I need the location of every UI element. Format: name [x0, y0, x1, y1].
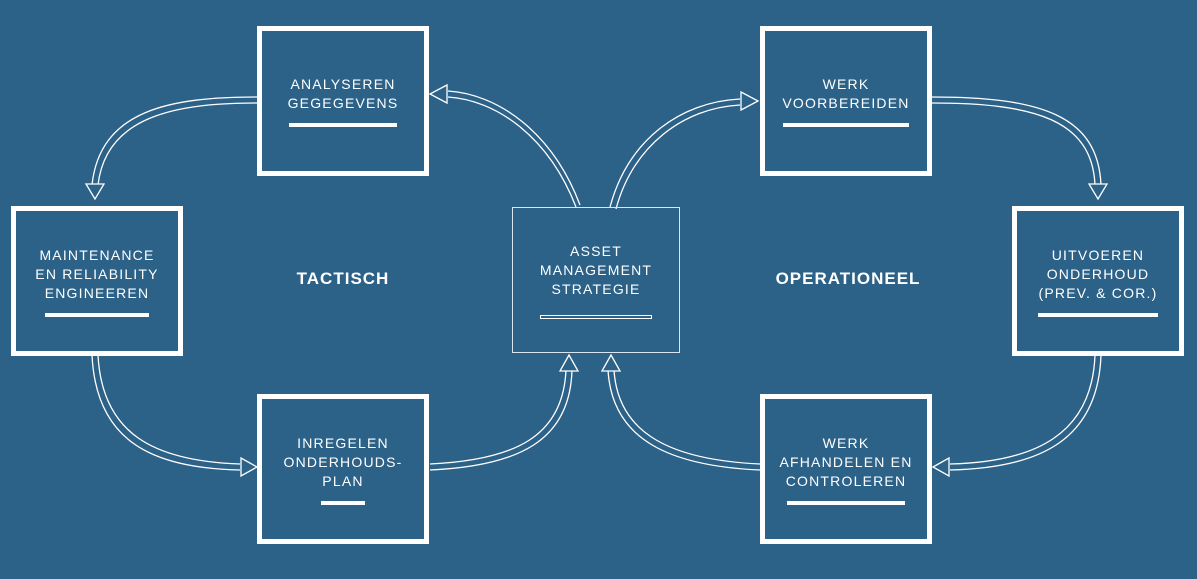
arrowhead-analyseren [428, 83, 448, 105]
node-asset-management-strategie: ASSET MANAGEMENT STRATEGIE [512, 207, 680, 353]
node-underline [540, 314, 652, 319]
node-analyseren-gegevens: ANALYSEREN GEGEGEVENS [257, 26, 429, 176]
node-label: WERK VOORBEREIDEN [782, 76, 910, 111]
node-label: MAINTENANCE EN RELIABILITY ENGINEEREN [35, 246, 159, 301]
arrow-analyseren-to-maintenance [91, 96, 258, 186]
section-label-tactisch: TACTISCH [296, 269, 390, 288]
section-label-operationeel: OPERATIONEEL [775, 269, 921, 288]
node-label: ASSET MANAGEMENT STRATEGIE [539, 242, 653, 297]
arrowhead-inregelen [240, 456, 259, 478]
node-underline [289, 123, 397, 127]
node-underline [787, 500, 905, 505]
arrowhead-center-right [600, 353, 622, 372]
arrow-center-to-analyseren [447, 96, 577, 208]
arrow-inregelen-to-center [429, 369, 573, 471]
node-label: ANALYSEREN GEGEGEVENS [287, 76, 399, 111]
node-underline [321, 500, 365, 505]
arrow-werk-voorbereiden-to-uitvoeren [931, 96, 1102, 186]
arrow-center-to-werk-voorbereiden [609, 98, 741, 208]
arrow-werk-afhandelen-to-center [607, 369, 761, 471]
node-label: INREGELEN ONDERHOUDS- PLAN [283, 434, 403, 489]
node-label: WERK AFHANDELEN EN CONTROLEREN [779, 434, 913, 489]
node-maintenance-reliability: MAINTENANCE EN RELIABILITY ENGINEEREN [11, 206, 183, 356]
node-inregelen-onderhoudsplan: INREGELEN ONDERHOUDS- PLAN [257, 394, 429, 544]
arrow-uitvoeren-to-werk-afhandelen [949, 354, 1102, 471]
node-underline [45, 312, 149, 317]
arrowhead-werk-afhandelen [931, 456, 950, 478]
node-underline [1038, 312, 1158, 317]
arrowhead-uitvoeren [1087, 183, 1109, 201]
node-werk-afhandelen: WERK AFHANDELEN EN CONTROLEREN [760, 394, 932, 544]
node-werk-voorbereiden: WERK VOORBEREIDEN [760, 26, 932, 176]
arrowhead-maintenance [84, 183, 106, 201]
node-uitvoeren-onderhoud: UITVOEREN ONDERHOUD (PREV. & COR.) [1012, 206, 1184, 356]
arrowhead-center-left [558, 353, 580, 372]
node-label: UITVOEREN ONDERHOUD (PREV. & COR.) [1038, 246, 1158, 301]
arrow-maintenance-to-inregelen [91, 354, 241, 471]
arrowhead-werk-voorbereiden [740, 90, 760, 112]
node-underline [783, 123, 909, 127]
